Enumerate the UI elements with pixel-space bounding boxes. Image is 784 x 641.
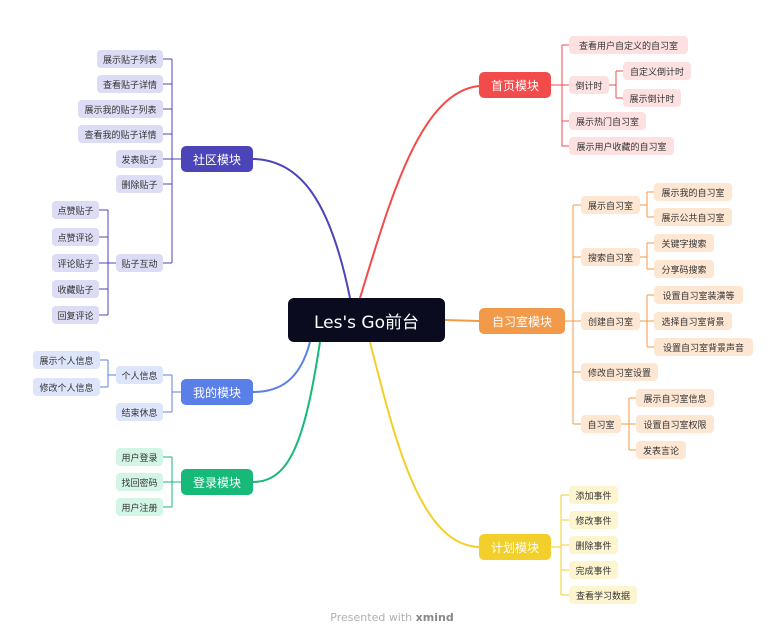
favorite-post[interactable]: 收藏贴子 [52, 280, 99, 298]
show-my-study-rooms[interactable]: 展示我的自习室 [654, 183, 732, 201]
search-study-rooms[interactable]: 搜索自习室 [581, 248, 640, 266]
show-personal-info[interactable]: 展示个人信息 [33, 351, 100, 369]
view-custom-study-rooms[interactable]: 查看用户自定义的自习室 [569, 36, 688, 54]
favorite-study-rooms[interactable]: 展示用户收藏的自习室 [569, 137, 674, 155]
custom-countdown[interactable]: 自定义倒计时 [623, 62, 691, 80]
recover-password[interactable]: 找回密码 [116, 473, 163, 491]
show-study-rooms[interactable]: 展示自习室 [581, 196, 640, 214]
set-room-permissions[interactable]: 设置自习室权限 [636, 415, 714, 433]
choose-room-background[interactable]: 选择自习室背景 [654, 312, 732, 330]
home-module[interactable]: 首页模块 [479, 72, 551, 98]
like-post[interactable]: 点赞贴子 [52, 201, 99, 219]
modify-event[interactable]: 修改事件 [569, 511, 618, 529]
show-countdown[interactable]: 展示倒计时 [623, 89, 681, 107]
show-public-study-rooms[interactable]: 展示公共自习室 [654, 208, 732, 226]
delete-event[interactable]: 删除事件 [569, 536, 618, 554]
add-event[interactable]: 添加事件 [569, 486, 618, 504]
personal-info[interactable]: 个人信息 [116, 366, 163, 384]
xmind-logo: xmind [415, 611, 454, 624]
view-post-detail[interactable]: 查看贴子详情 [97, 75, 163, 93]
show-room-info[interactable]: 展示自习室信息 [636, 389, 714, 407]
set-background-sound[interactable]: 设置自习室背景声音 [654, 338, 753, 356]
footer-credit: Presented with xmind [0, 611, 784, 624]
user-login[interactable]: 用户登录 [116, 448, 163, 466]
create-study-room[interactable]: 创建自习室 [581, 312, 640, 330]
modify-room-settings[interactable]: 修改自习室设置 [581, 363, 658, 381]
comment-post[interactable]: 评论贴子 [52, 254, 99, 272]
community-module[interactable]: 社区模块 [181, 146, 253, 172]
my-module[interactable]: 我的模块 [181, 379, 253, 405]
plan-module[interactable]: 计划模块 [479, 534, 551, 560]
end-break[interactable]: 结束休息 [116, 403, 163, 421]
countdown[interactable]: 倒计时 [569, 76, 609, 94]
user-register[interactable]: 用户注册 [116, 498, 163, 516]
like-comment[interactable]: 点赞评论 [52, 228, 99, 246]
popular-study-rooms[interactable]: 展示热门自习室 [569, 112, 646, 130]
post-comment[interactable]: 发表言论 [636, 441, 686, 459]
post-interaction[interactable]: 贴子互动 [116, 254, 163, 272]
keyword-search[interactable]: 关键字搜索 [654, 234, 714, 252]
view-my-post-detail[interactable]: 查看我的贴子详情 [78, 125, 163, 143]
complete-event[interactable]: 完成事件 [569, 561, 618, 579]
view-study-data[interactable]: 查看学习数据 [569, 586, 637, 604]
study-room-module[interactable]: 自习室模块 [479, 308, 565, 334]
login-module[interactable]: 登录模块 [181, 469, 253, 495]
share-code-search[interactable]: 分享码搜索 [654, 260, 714, 278]
reply-comment[interactable]: 回复评论 [52, 306, 99, 324]
publish-post[interactable]: 发表贴子 [116, 150, 163, 168]
show-my-post-list[interactable]: 展示我的贴子列表 [78, 100, 163, 118]
show-post-list[interactable]: 展示贴子列表 [97, 50, 163, 68]
study-room[interactable]: 自习室 [581, 415, 621, 433]
delete-post[interactable]: 删除贴子 [116, 175, 163, 193]
modify-personal-info[interactable]: 修改个人信息 [33, 378, 100, 396]
footer-prefix: Presented with [330, 611, 413, 624]
root-topic[interactable]: Les's Go前台 [288, 298, 445, 342]
set-room-decoration[interactable]: 设置自习室装潢等 [654, 286, 743, 304]
